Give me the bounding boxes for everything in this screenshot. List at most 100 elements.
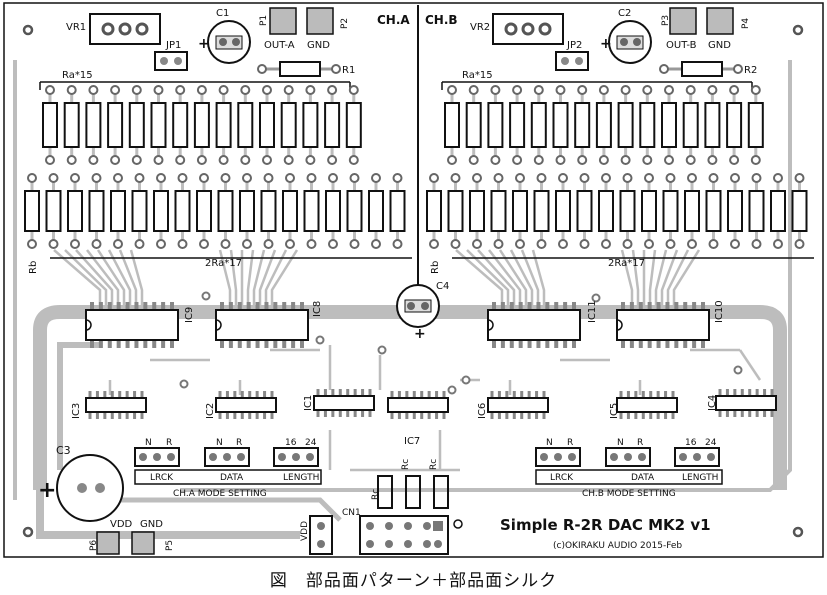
ic-pin (545, 302, 550, 310)
r2a-resistor (45, 190, 62, 232)
mounting-holes (22, 24, 804, 538)
output-pads (96, 7, 734, 555)
rc-resistors (377, 475, 449, 509)
ic-pin (397, 412, 401, 419)
r2a-a-label: 2Ra*17 (205, 258, 242, 269)
power-trace (80, 497, 342, 522)
ra-pad (262, 85, 272, 95)
fan-trace (75, 249, 114, 305)
copper-traces (13, 60, 801, 539)
ic-pin (505, 412, 509, 419)
r2a-pad (622, 173, 633, 183)
ra-resistor (150, 102, 167, 148)
jp1-label: JP1 (165, 40, 181, 51)
ic-pin (140, 391, 144, 398)
ic-pin (152, 302, 157, 310)
ic-pin (527, 391, 531, 398)
ra-pad (218, 155, 229, 165)
r2a-pad (91, 239, 102, 249)
ic8-chip (215, 309, 309, 341)
ic-pin (228, 302, 233, 310)
ra-pad (685, 85, 696, 95)
ra-pad (131, 85, 142, 95)
ic9-chip (85, 309, 179, 341)
r2a-resistor (748, 190, 765, 232)
mode-a-label: CH.A MODE SETTING (173, 489, 267, 499)
length-a-label: LENGTH (283, 473, 319, 483)
r2a-pad (429, 173, 439, 183)
ic-pin (621, 302, 625, 310)
ic-pin (656, 302, 661, 310)
ic-pin (133, 412, 137, 419)
ra-pad (447, 85, 457, 95)
mode-pin (693, 453, 701, 461)
ic-pin (518, 340, 523, 348)
fan-trace (654, 249, 668, 305)
ic-pin (442, 391, 446, 398)
ra-pad (555, 155, 566, 165)
signal-trace (180, 60, 792, 492)
vdd-label: VDD (300, 521, 310, 541)
vr2-label: VR2 (470, 22, 490, 33)
ra-resistor (726, 102, 743, 148)
ra-pad (512, 85, 523, 95)
ic-pin (634, 412, 638, 419)
ic-pin (405, 391, 409, 398)
mode-pin (638, 453, 646, 461)
ic-notch (616, 319, 623, 331)
ic-pin (545, 340, 550, 348)
r2a-pad (536, 239, 547, 249)
ra-resistor (85, 102, 102, 148)
ic-pin (671, 412, 675, 419)
rb-resistor (426, 190, 442, 232)
r2a-resistor (389, 190, 406, 232)
r2a-pad (263, 173, 274, 183)
ra-pad (153, 155, 164, 165)
mode-pin (139, 453, 147, 461)
r2a-pad (622, 239, 633, 249)
ic-pin (316, 410, 320, 417)
r2a-resistor (110, 190, 126, 232)
r2a-resistor (447, 190, 464, 232)
fan-trace (455, 249, 504, 305)
r2a-pad (156, 239, 166, 249)
ic-pin (143, 340, 148, 348)
n1: N (145, 438, 152, 448)
ic-pin (270, 412, 274, 419)
ic-pin (626, 391, 630, 398)
ic-pin (248, 391, 252, 398)
ra-pad (196, 85, 207, 95)
ra-pad (348, 155, 359, 165)
ic-pin (527, 340, 532, 348)
outa-label: OUT-A (264, 40, 295, 51)
r2a-pad (730, 173, 740, 183)
p4-label: P4 (741, 18, 751, 29)
p1-label: P1 (259, 15, 269, 26)
fan-trace (509, 249, 534, 305)
ic-pin (237, 302, 242, 310)
ic-pin (161, 340, 166, 348)
ra-pad (664, 85, 674, 95)
ic10-label: IC10 (714, 300, 725, 323)
ic-pin (572, 302, 576, 310)
r2a-pad (472, 173, 482, 183)
ic-pin (225, 391, 229, 398)
ic3-label: IC3 (71, 403, 82, 419)
ic-pin (255, 391, 259, 398)
ic6-chip (487, 397, 549, 413)
r2a-resistor (684, 190, 700, 232)
ra-pad (685, 155, 696, 165)
ra-pad (240, 155, 251, 165)
ic-pin (88, 391, 92, 398)
r2a-pad (371, 239, 381, 249)
ra-pad (598, 155, 609, 165)
ic-pin (725, 410, 729, 417)
r2a-resistor (260, 190, 277, 232)
ic-pin (255, 412, 259, 419)
r2a-pad (285, 173, 295, 183)
ic-pin (497, 391, 501, 398)
ic-pin (170, 340, 174, 348)
mode-pin (153, 453, 161, 461)
ic-pin (770, 410, 774, 417)
r2a-resistor (555, 190, 571, 232)
